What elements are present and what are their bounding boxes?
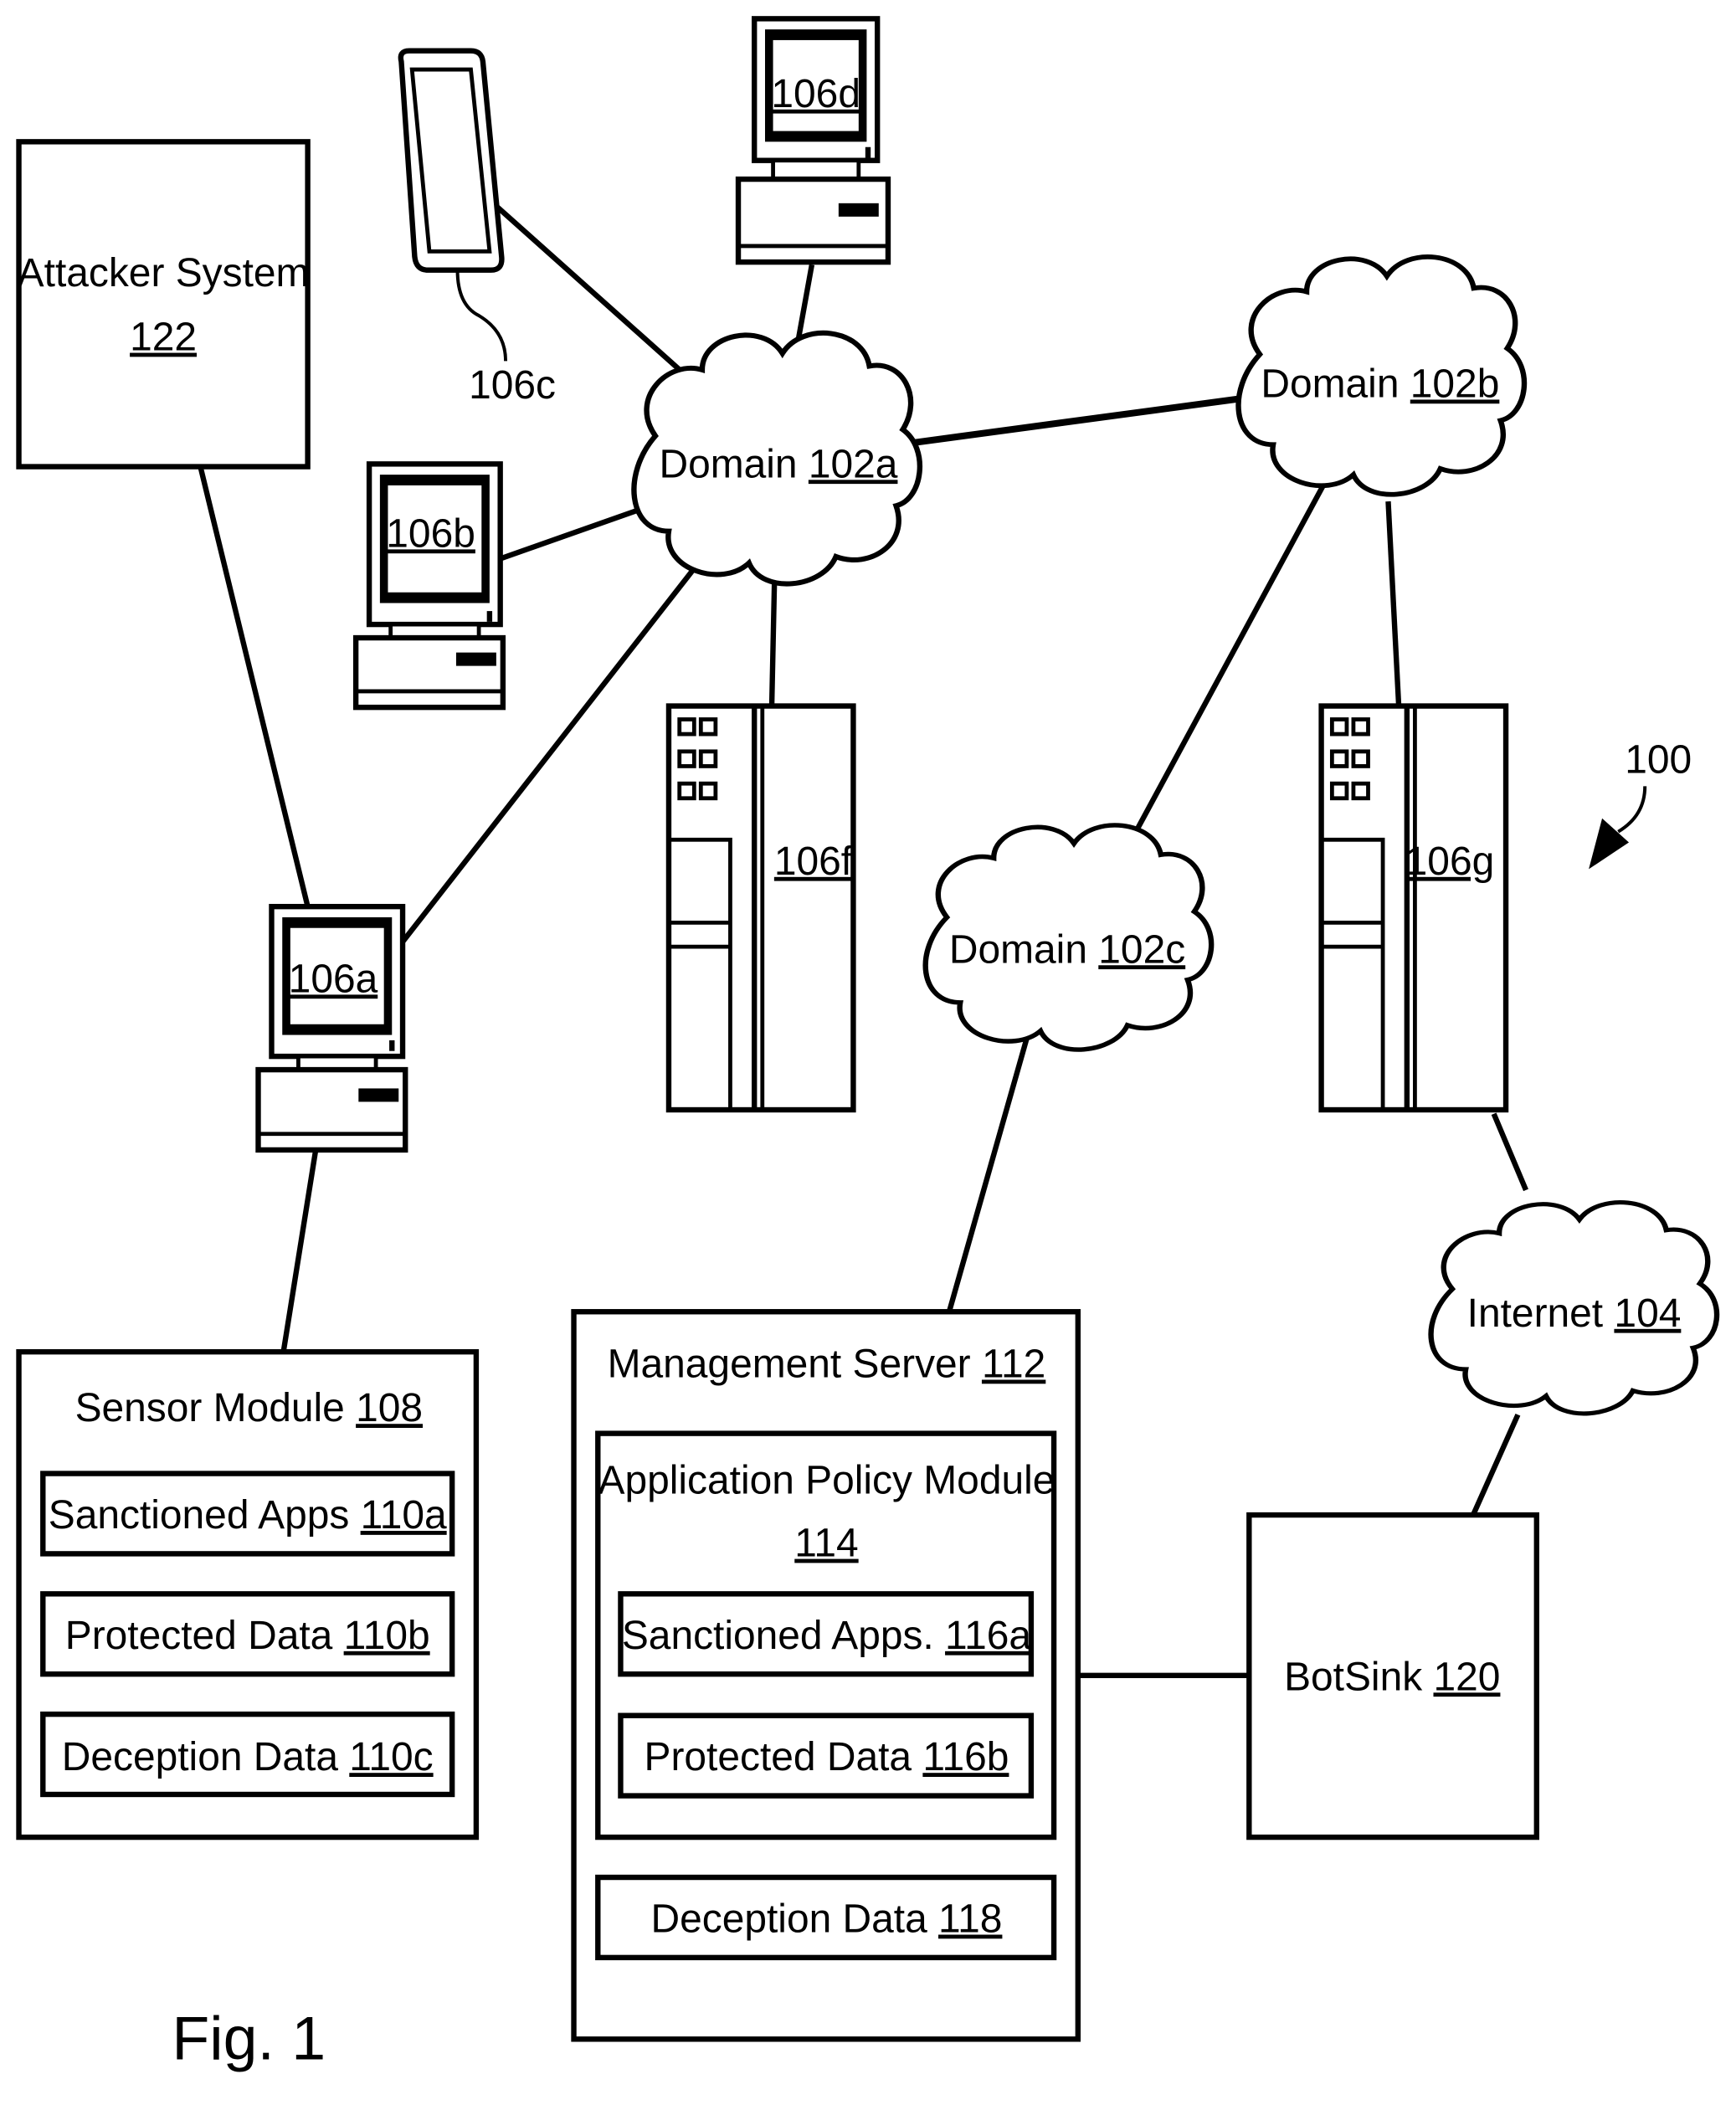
svg-text:Deception Data 110c: Deception Data 110c: [62, 1735, 434, 1779]
link-internet-botsink: [1474, 1414, 1518, 1513]
tablet-106c: 106c: [401, 51, 556, 408]
svg-text:Protected Data 116b: Protected Data 116b: [645, 1735, 1009, 1779]
domain-102a-label: Domain 102a: [659, 442, 897, 486]
attacker-system-ref: 122: [130, 316, 197, 360]
link-102b-106g: [1388, 501, 1399, 709]
server-106f-label: 106f: [774, 839, 853, 884]
sensor-module: Sensor Module 108 Sanctioned Apps 110a P…: [19, 1352, 476, 1837]
sensor-item-protected-data: Protected Data 110b: [43, 1594, 452, 1674]
internet-104-label: Internet 104: [1467, 1291, 1682, 1336]
botsink-label: BotSink 120: [1284, 1655, 1500, 1699]
reference-arrow-icon: [1618, 786, 1645, 831]
deception-data-118: Deception Data 118: [598, 1877, 1054, 1958]
link-106g-internet: [1494, 1114, 1526, 1190]
domain-102b-label: Domain 102b: [1261, 362, 1499, 406]
svg-text:Protected Data 110b: Protected Data 110b: [65, 1614, 430, 1658]
domain-102a-cloud: Domain 102a: [634, 333, 919, 584]
sensor-item-sanctioned-apps: Sanctioned Apps 110a: [43, 1474, 452, 1554]
attacker-system: Attacker System 122: [18, 141, 310, 466]
server-106f: 106f: [669, 706, 853, 1110]
management-server: Management Server 112 Application Policy…: [574, 1312, 1078, 2039]
policy-item-sanctioned-apps: Sanctioned Apps. 116a: [620, 1594, 1031, 1674]
callout-leader: [458, 270, 506, 362]
attacker-system-label: Attacker System: [18, 251, 310, 295]
svg-text:Deception Data 118: Deception Data 118: [651, 1897, 1003, 1942]
figure-reference-label: 100: [1625, 737, 1692, 782]
sensor-item-deception-data: Deception Data 110c: [43, 1714, 452, 1794]
link-attacker-106a: [201, 468, 308, 906]
device-106c-label: 106c: [469, 363, 556, 408]
domain-102c-cloud: Domain 102c: [926, 825, 1211, 1050]
domain-102c-label: Domain 102c: [949, 927, 1185, 972]
domain-102b-cloud: Domain 102b: [1239, 257, 1524, 495]
management-server-label: Management Server 112: [608, 1342, 1046, 1387]
policy-module-ref: 114: [794, 1522, 858, 1566]
link-106b-102a: [488, 506, 651, 563]
link-102c-mgmt: [949, 1023, 1030, 1310]
link-106a-sensor: [284, 1150, 316, 1351]
link-102b-102c: [1130, 484, 1324, 842]
policy-item-protected-data: Protected Data 116b: [620, 1716, 1030, 1796]
link-106c-102a: [497, 208, 685, 375]
desktop-106b: 106b: [356, 464, 503, 707]
svg-text:Sanctioned Apps 110a: Sanctioned Apps 110a: [49, 1493, 447, 1538]
server-106g: 106g: [1322, 706, 1506, 1110]
device-106a-label: 106a: [289, 957, 378, 1001]
device-106d-label: 106d: [771, 72, 860, 116]
figure-reference-100: 100: [1589, 737, 1692, 869]
server-106g-label: 106g: [1405, 839, 1495, 884]
desktop-106d: 106d: [738, 18, 888, 262]
policy-module-label: Application Policy Module: [598, 1459, 1055, 1503]
device-106b-label: 106b: [386, 511, 475, 556]
desktop-106a: 106a: [258, 906, 405, 1150]
internet-104-cloud: Internet 104: [1431, 1203, 1717, 1414]
link-102a-102b: [904, 397, 1251, 444]
sensor-module-label: Sensor Module 108: [75, 1386, 423, 1430]
link-106f-102a: [772, 583, 774, 709]
botsink: BotSink 120: [1249, 1515, 1536, 1837]
figure-caption: Fig. 1: [172, 2003, 326, 2072]
application-policy-module: Application Policy Module 114 Sanctioned…: [598, 1434, 1055, 1837]
svg-text:Sanctioned Apps. 116a: Sanctioned Apps. 116a: [622, 1614, 1032, 1658]
